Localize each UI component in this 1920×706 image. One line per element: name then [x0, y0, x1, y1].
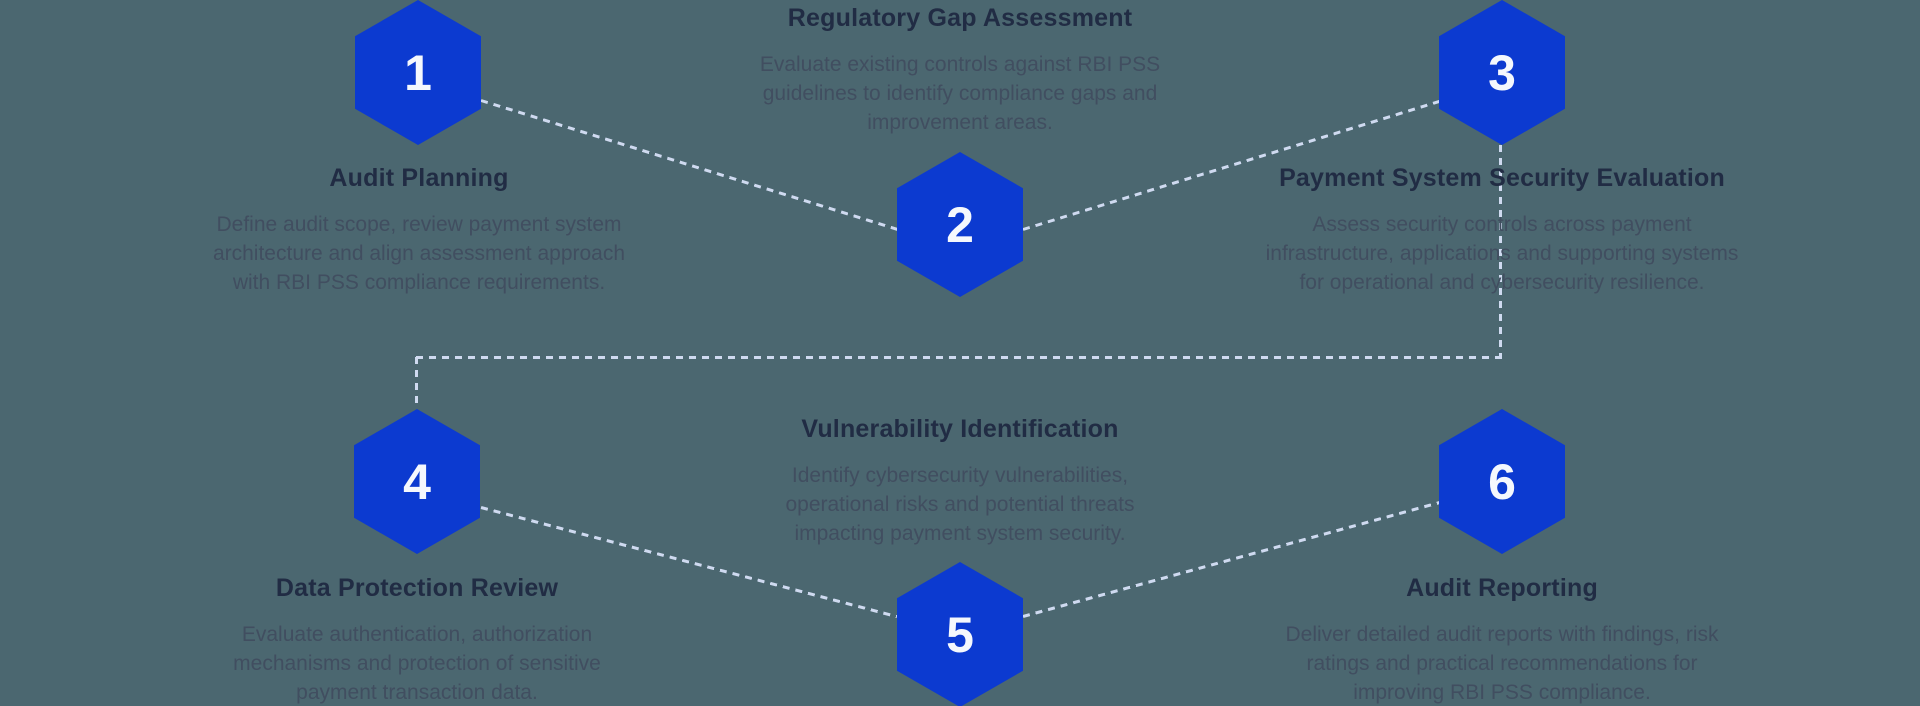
step-5-hexagon: 5 [897, 562, 1023, 706]
step-5-title: Vulnerability Identification [801, 415, 1119, 443]
step-6-title: Audit Reporting [1406, 574, 1598, 602]
step-3-hexagon: 3 [1439, 0, 1565, 145]
step-1-title: Audit Planning [329, 164, 509, 192]
step-1-description: Define audit scope, review payment syste… [212, 213, 626, 294]
connector-step3-drop-line [1499, 145, 1502, 357]
step-2-text-block: Regulatory Gap Assessment Evaluate exist… [680, 2, 1240, 137]
step-1-text-block: Audit Planning Define audit scope, revie… [139, 162, 699, 297]
step-2-number: 2 [946, 196, 974, 253]
step-1-number: 1 [404, 44, 432, 101]
step-4-number: 4 [403, 453, 431, 510]
step-5-description: Identify cybersecurity vulnerabilities, … [785, 464, 1135, 545]
step-6-description: Deliver detailed audit reports with find… [1285, 623, 1719, 704]
step-5-text-block: Vulnerability Identification Identify cy… [680, 413, 1240, 548]
step-4-description: Evaluate authentication, authorization m… [233, 623, 601, 704]
step-2-description: Evaluate existing controls against RBI P… [759, 53, 1161, 134]
connector-row1-row2-horizontal-line [416, 355, 1502, 359]
step-1-hexagon: 1 [355, 0, 481, 145]
step-4-hexagon: 4 [354, 409, 480, 554]
step-4-text-block: Data Protection Review Evaluate authenti… [137, 572, 697, 706]
step-6-hexagon: 6 [1439, 409, 1565, 554]
step-4-title: Data Protection Review [275, 574, 559, 602]
step-3-number: 3 [1488, 44, 1516, 101]
step-3-description: Assess security controls across payment … [1265, 213, 1739, 294]
step-3-text-block: Payment System Security Evaluation Asses… [1222, 162, 1782, 297]
step-2-hexagon: 2 [897, 152, 1023, 297]
step-6-number: 6 [1488, 453, 1516, 510]
step-2-title: Regulatory Gap Assessment [787, 4, 1133, 32]
step-5-number: 5 [946, 606, 974, 663]
step-3-title: Payment System Security Evaluation [1279, 164, 1725, 192]
connector-step4-drop-line [415, 357, 418, 408]
step-6-text-block: Audit Reporting Deliver detailed audit r… [1222, 572, 1782, 706]
